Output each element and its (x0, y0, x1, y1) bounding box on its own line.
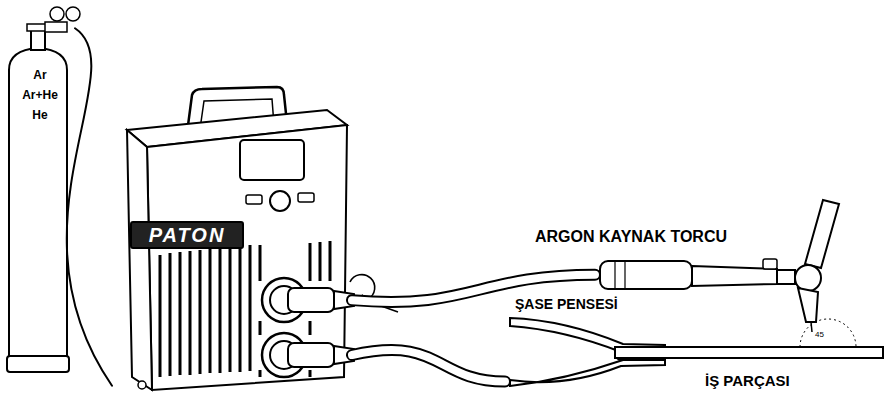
illustration-part (147, 125, 347, 390)
cable-stroke (352, 350, 505, 382)
rotate-arrowhead (360, 294, 370, 304)
illustration-part (127, 130, 152, 390)
illustration-part (240, 140, 304, 180)
illustration-part (50, 7, 64, 21)
illustration-part (777, 270, 795, 284)
illustration-part (811, 322, 812, 332)
part-label: He (5, 108, 75, 122)
illustration-part (298, 193, 314, 202)
gas-hose (67, 28, 112, 385)
illustration-part (795, 265, 821, 291)
insert-arrow (370, 302, 398, 312)
insert-arrowhead (366, 298, 376, 306)
welding-machine: PATON (112, 85, 352, 395)
illustration-part (66, 7, 80, 21)
earth-clamp: ŞASE PENSESİ (505, 296, 665, 388)
welding-cable (352, 275, 595, 302)
part-label: PATON (130, 221, 244, 249)
angle-label: 45 (815, 330, 824, 339)
illustration-part (45, 22, 67, 32)
illustration-part (805, 200, 839, 268)
illustration-part (138, 381, 146, 389)
illustration-part (510, 360, 665, 386)
illustration-part (31, 30, 45, 50)
illustration-part (246, 195, 262, 204)
tig-torch: ARGON KAYNAK TORCU (595, 198, 850, 335)
illustration-part (7, 356, 69, 372)
illustration-part (615, 347, 883, 358)
part-label: İŞ PARÇASI (705, 372, 790, 389)
part-label: ŞASE PENSESİ (515, 296, 618, 312)
illustration-part (615, 261, 625, 289)
illustration-part (600, 261, 692, 289)
angle-arc (800, 319, 856, 347)
cable-stroke (352, 275, 595, 302)
cable-stroke (352, 350, 505, 382)
tig-torch-drawing (595, 198, 850, 335)
part-label: Ar+He (5, 88, 75, 102)
illustration-part (288, 288, 334, 312)
illustration-part (288, 343, 334, 367)
cable-stroke (352, 275, 595, 302)
illustration-part (270, 191, 290, 211)
welding-cable (352, 350, 505, 382)
illustration-part (334, 291, 354, 309)
gas-cylinder-drawing (5, 10, 75, 375)
gas-cylinder: ArAr+HeHe (5, 10, 75, 375)
illustration-part (334, 346, 354, 364)
workpiece: İŞ PARÇASI (615, 340, 885, 395)
part-label: ARGON KAYNAK TORCU (535, 228, 727, 246)
illustration-part (763, 259, 777, 269)
illustration-part (798, 288, 818, 322)
part-label: Ar (5, 68, 75, 82)
cable-stroke (67, 28, 112, 385)
